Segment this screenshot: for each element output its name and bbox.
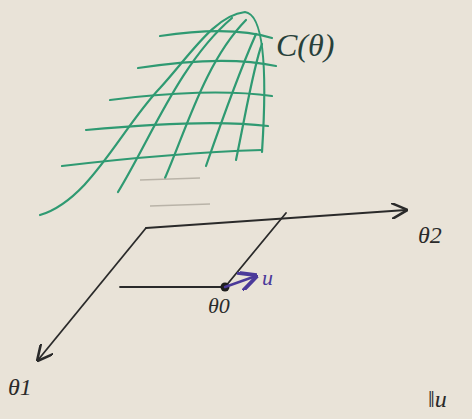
parameter-plane: [38, 210, 406, 360]
ghost-strokes: [140, 178, 210, 206]
point-label: θ0: [208, 294, 230, 318]
norm-label: ‖u⃗: [428, 386, 465, 412]
vector-arrow: [225, 276, 256, 287]
axis-label: θ1: [8, 374, 32, 400]
axis-label: θ2: [418, 222, 442, 248]
vector-label: u: [262, 266, 273, 290]
surface-grid: [40, 12, 276, 215]
curve-label: C(θ): [276, 28, 334, 63]
